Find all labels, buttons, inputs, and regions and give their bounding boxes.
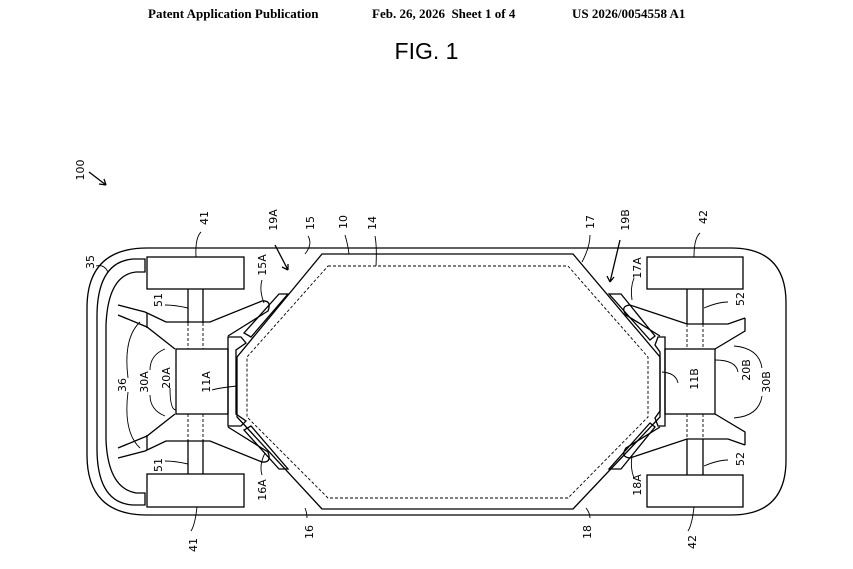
label-18: 18: [581, 525, 594, 539]
figure-title: FIG. 1: [394, 38, 459, 64]
wheel-rear-right: [646, 474, 744, 508]
publication-type: Patent Application Publication: [148, 6, 319, 21]
label-52-bottom: 52: [734, 452, 747, 466]
battery-case: [236, 253, 661, 510]
label-17A: 17A: [631, 257, 644, 279]
reference-arrow-19A: [274, 244, 289, 271]
bumper: [96, 258, 146, 506]
label-35: 35: [84, 255, 97, 269]
label-52-top: 52: [734, 292, 747, 306]
label-11A: 11A: [200, 371, 213, 393]
rear-suspension: [607, 289, 746, 475]
label-18A: 18A: [631, 474, 644, 496]
label-36: 36: [116, 378, 129, 392]
label-20A: 20A: [160, 367, 173, 389]
label-11B: 11B: [688, 368, 701, 390]
label-51-bottom: 51: [152, 458, 165, 472]
label-20B: 20B: [740, 359, 753, 381]
label-19B: 19B: [619, 209, 632, 231]
wheel-rear-left: [646, 256, 744, 290]
reference-arrow-100: [88, 171, 107, 186]
label-42-bottom: 42: [686, 535, 699, 549]
label-17: 17: [584, 215, 597, 229]
label-15A: 15A: [256, 254, 269, 276]
label-100: 100: [74, 160, 87, 181]
label-51-top: 51: [152, 293, 165, 307]
vehicle-body: [86, 247, 787, 516]
label-10: 10: [337, 215, 350, 229]
battery-cells-outline: [246, 265, 649, 499]
label-15: 15: [304, 216, 317, 230]
leader-lines: [95, 231, 763, 532]
label-41-top: 41: [198, 211, 211, 225]
publication-date-sheet: Feb. 26, 2026 Sheet 1 of 4: [372, 6, 516, 21]
reference-arrow-19B: [606, 239, 621, 283]
label-30B: 30B: [760, 371, 773, 393]
front-suspension: [117, 289, 290, 474]
label-41-bottom: 41: [187, 538, 200, 552]
publication-number: US 2026/0054558 A1: [572, 6, 686, 21]
label-42-top: 42: [697, 210, 710, 224]
label-14: 14: [366, 216, 379, 230]
label-16: 16: [303, 525, 316, 539]
wheel-front-right: [146, 473, 245, 508]
label-16A: 16A: [256, 479, 269, 501]
label-30A: 30A: [138, 371, 151, 393]
label-19A: 19A: [267, 209, 280, 231]
wheel-front-left: [146, 256, 245, 290]
